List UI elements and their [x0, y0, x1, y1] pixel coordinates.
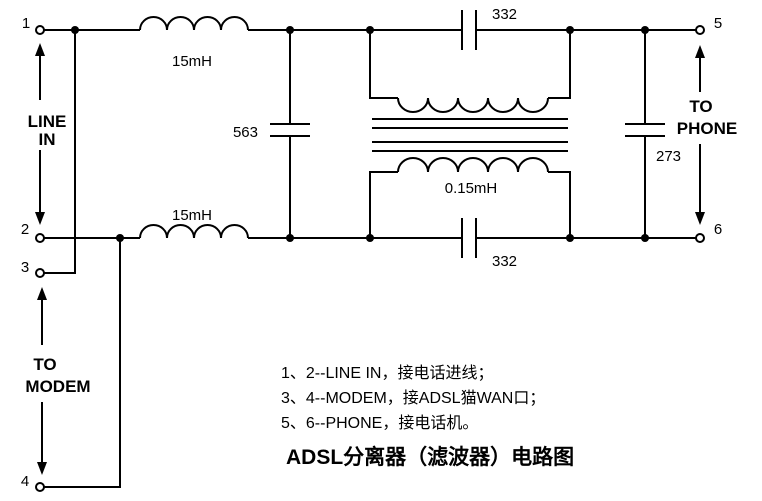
terminal-1 — [35, 25, 45, 35]
terminal-1-label: 1 — [22, 15, 30, 32]
terminal-2 — [35, 233, 45, 243]
line-in-label-2: IN — [39, 130, 56, 149]
to-modem-arrow-up-icon — [37, 287, 47, 345]
note-line-3: 5、6--PHONE，接电话机。 — [281, 414, 478, 432]
terminal-5 — [695, 25, 705, 35]
terminal-4-label: 4 — [21, 473, 29, 490]
inductor-bottom-label: 15mH — [172, 207, 212, 224]
line-in-label-1: LINE — [28, 112, 67, 131]
wire-modem-tap-terminal3 — [44, 30, 76, 274]
transformer-label: 0.15mH — [445, 180, 498, 197]
inductor-top-label: 15mH — [172, 53, 212, 70]
diagram-title: ADSL分离器（滤波器）电路图 — [286, 445, 574, 469]
terminal-5-label: 5 — [714, 15, 722, 32]
to-phone-label-2: PHONE — [677, 119, 737, 138]
capacitor-273 — [625, 30, 665, 238]
to-phone-arrow-up-icon — [695, 45, 705, 92]
terminal-3-label: 3 — [21, 259, 29, 276]
capacitor-332-bottom-label: 332 — [492, 253, 517, 270]
to-phone-label-1: TO — [689, 97, 712, 116]
transformer — [369, 30, 571, 238]
line-in-arrow-down-icon — [35, 150, 45, 225]
to-phone-arrow-down-icon — [695, 144, 705, 225]
capacitor-563-label: 563 — [233, 124, 258, 141]
to-modem-label-2: MODEM — [25, 377, 90, 396]
inductor-bottom — [139, 224, 249, 239]
capacitor-563 — [270, 30, 310, 238]
junction-dots — [71, 26, 649, 242]
capacitor-332-top-label: 332 — [492, 6, 517, 23]
line-in-arrow-up-icon — [35, 43, 45, 100]
capacitor-273-label: 273 — [656, 148, 681, 165]
inductor-top — [139, 16, 249, 31]
to-modem-arrow-down-icon — [37, 402, 47, 475]
wire-modem-tap-terminal4 — [44, 238, 121, 488]
note-line-2: 3、4--MODEM，接ADSL猫WAN口； — [281, 389, 545, 407]
terminal-4 — [35, 482, 45, 492]
terminal-6 — [695, 233, 705, 243]
terminal-2-label: 2 — [21, 221, 29, 238]
capacitor-332-top — [461, 10, 477, 50]
note-line-1: 1、2--LINE IN，接电话进线； — [281, 364, 493, 382]
terminal-6-label: 6 — [714, 221, 722, 238]
to-modem-label-1: TO — [33, 355, 56, 374]
capacitor-332-bottom — [461, 218, 477, 258]
terminal-3 — [35, 268, 45, 278]
